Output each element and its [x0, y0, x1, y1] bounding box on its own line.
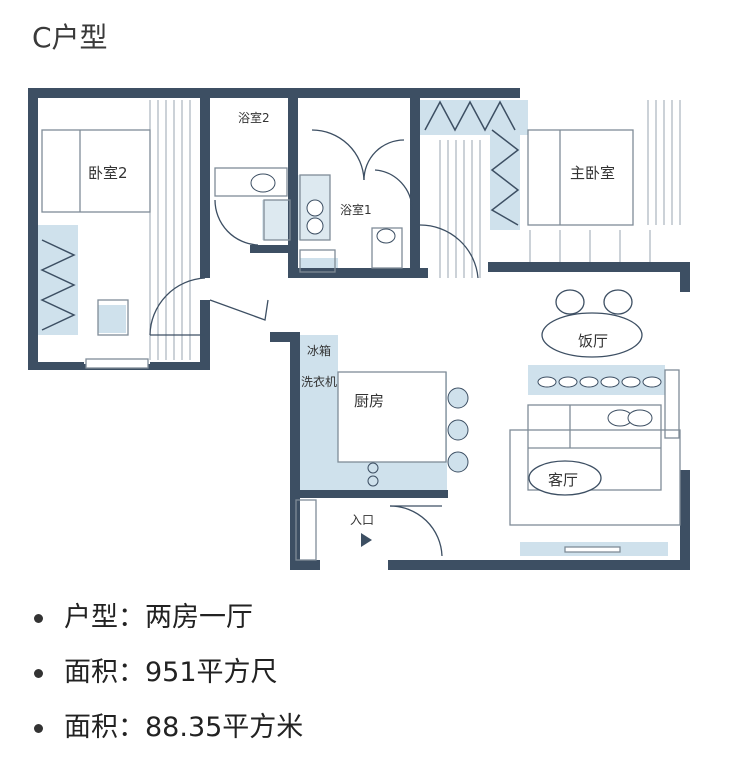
detail-item: 面积：951平方尺 — [34, 653, 303, 708]
label-entrance: 入口 — [350, 513, 374, 527]
entrance-arrow-icon — [361, 533, 372, 547]
bullet-icon — [34, 614, 43, 623]
label-dining: 饭厅 — [578, 332, 608, 350]
floor-plan: 卧室2 浴室2 浴室1 主卧室 饭厅 厨房 冰箱 洗衣机 客厅 入口 — [28, 88, 690, 570]
label-fridge: 冰箱 — [307, 343, 331, 358]
cushions — [537, 376, 662, 427]
label-washer: 洗衣机 — [301, 374, 337, 389]
walls — [28, 88, 690, 570]
label-bath1: 浴室1 — [340, 202, 372, 217]
label-bedroom2: 卧室2 — [88, 164, 128, 182]
plan-details: 户型：两房一厅 面积：951平方尺 面积：88.35平方米 — [34, 598, 303, 763]
detail-item: 面积：88.35平方米 — [34, 708, 303, 763]
label-kitchen: 厨房 — [354, 392, 384, 410]
label-living: 客厅 — [548, 471, 578, 489]
wardrobe-left — [40, 239, 76, 331]
detail-item: 户型：两房一厅 — [34, 598, 303, 653]
bullet-icon — [34, 669, 43, 678]
fixtures — [41, 129, 681, 561]
wardrobe-right — [490, 129, 520, 226]
stools — [250, 173, 469, 487]
doors — [149, 129, 479, 557]
label-master: 主卧室 — [570, 164, 615, 182]
coffee-table — [528, 460, 602, 496]
plan-title: C户型 — [32, 21, 108, 54]
wardrobe-top — [424, 100, 516, 132]
label-bath2: 浴室2 — [238, 110, 270, 125]
bullet-icon — [34, 724, 43, 733]
dining-set — [541, 289, 643, 358]
